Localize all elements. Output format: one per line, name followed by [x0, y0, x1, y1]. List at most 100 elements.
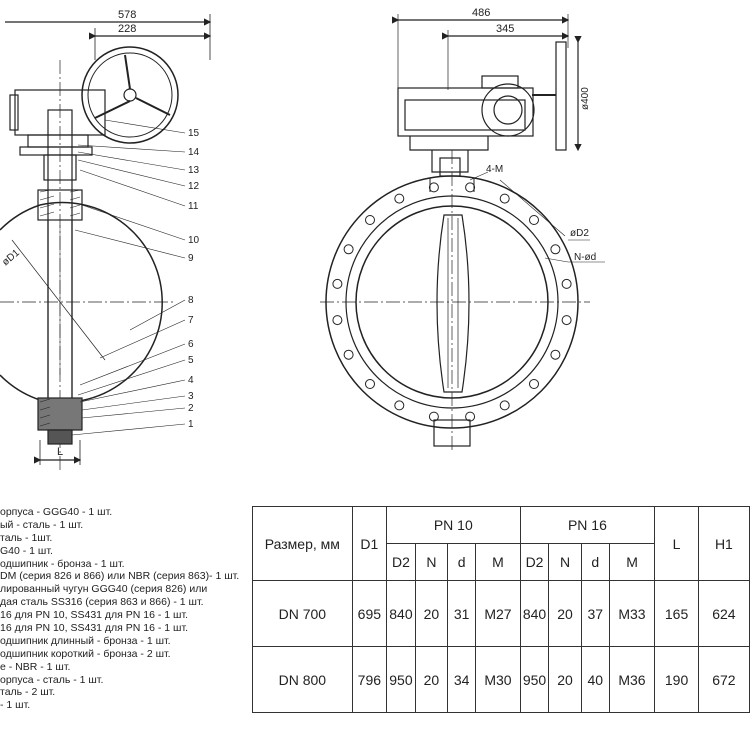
pn16-m-header: M	[608, 543, 656, 581]
parts-list-item: орпуса - GGG40 - 1 шт.	[0, 506, 113, 518]
bolt-hole	[561, 278, 572, 289]
parts-list-item: e - NBR - 1 шт.	[0, 660, 71, 673]
dim-l: L	[57, 446, 63, 458]
bolt-hole	[343, 349, 354, 360]
cell: M33	[608, 580, 656, 647]
cell: 20	[548, 580, 582, 647]
pn10-header: PN 10	[386, 506, 521, 544]
bolt-hole	[332, 315, 343, 326]
cell: M27	[475, 580, 521, 647]
bolt-hole	[365, 379, 375, 389]
dim-345: 345	[496, 23, 514, 35]
pn16-d2-header: D2	[519, 543, 550, 581]
bolt-hole	[529, 379, 539, 389]
dim-578: 578	[118, 9, 136, 21]
parts-list-item: - 1 шт.	[0, 699, 31, 712]
dim-228: 228	[118, 23, 136, 35]
bolt-hole	[465, 411, 476, 422]
bolt-hole	[394, 400, 405, 411]
bolt-hole	[550, 244, 561, 255]
parts-list-item: ый - сталь - 1 шт.	[0, 518, 84, 531]
parts-list-item: 16 для PN 10, SS431 для PN 16 - 1 шт.	[0, 622, 189, 635]
callout-number: 8	[188, 295, 194, 306]
cell: 840	[519, 580, 550, 647]
cell: 34	[446, 646, 477, 713]
dim-4m: 4-M	[486, 164, 503, 175]
parts-list-item: 16 для PN 10, SS431 для PN 16 - 1 шт.	[0, 609, 189, 622]
pn10-n-header: N	[414, 543, 449, 581]
bolt-hole	[550, 349, 561, 360]
cell: 20	[414, 646, 449, 713]
callout-number: 9	[188, 253, 194, 264]
cell: 672	[697, 646, 750, 713]
bolt-hole	[465, 182, 476, 193]
cell: 165	[654, 580, 699, 647]
callout-number: 10	[188, 235, 200, 246]
parts-list-item: DM (серия 826 и 866) или NBR (серия 863)…	[0, 570, 240, 583]
cell: M36	[608, 646, 656, 713]
spec-table: Размер, мм D1 PN 10 PN 16 L H1 D2 N d M …	[252, 506, 750, 713]
size-header: Размер, мм	[252, 506, 353, 581]
bolt-hole	[428, 411, 439, 422]
callout-number: 3	[188, 391, 194, 402]
dim-handwheel-diameter: ø400	[580, 87, 591, 110]
callout-number: 5	[188, 355, 194, 366]
pn10-d-header: d	[446, 543, 477, 581]
parts-list-item: таль - 2 шт.	[0, 686, 56, 699]
cell: 20	[414, 580, 449, 647]
cell: 31	[446, 580, 477, 647]
cell: 950	[519, 646, 550, 713]
bolt-hole	[332, 278, 343, 289]
callout-number: 14	[188, 147, 200, 158]
cell: M30	[475, 646, 521, 713]
cell: 20	[548, 646, 582, 713]
parts-list-item: одшипник длинный - бронза - 1 шт.	[0, 634, 171, 647]
callout-number: 7	[188, 315, 194, 326]
callout-number: 6	[188, 339, 194, 350]
dim-n-d: N-ød	[574, 252, 596, 263]
pn16-d-header: d	[580, 543, 610, 581]
side-view	[0, 14, 212, 470]
bolt-hole	[365, 215, 375, 225]
parts-list: орпуса - GGG40 - 1 шт.ый - сталь - 1 шт.…	[0, 506, 245, 712]
table-row: DN 800 796 950 20 34 M30 950 20 40 M36 1…	[252, 646, 750, 713]
cell: DN 700	[252, 580, 353, 647]
parts-list-item: дая сталь SS316 (серия 863 и 866) - 1 шт…	[0, 596, 204, 609]
callout-number: 4	[188, 375, 194, 386]
dim-486: 486	[472, 7, 490, 19]
pn10-m-header: M	[475, 543, 521, 581]
parts-list-item: одшипник - бронза - 1 шт.	[0, 557, 125, 570]
front-view	[320, 14, 605, 450]
cell: 796	[351, 646, 388, 713]
callout-number: 13	[188, 165, 200, 176]
cell: 840	[386, 580, 416, 647]
bolt-hole	[529, 215, 539, 225]
callout-number: 15	[188, 128, 200, 139]
bolt-hole	[561, 315, 572, 326]
pn10-d2-header: D2	[386, 543, 416, 581]
callout-number: 1	[188, 419, 194, 430]
cell: 624	[697, 580, 750, 647]
callout-number: 11	[188, 201, 199, 212]
callout-numbers: 15 14 13 12 11 10 9 8 7 6 5 4 32 1	[188, 128, 200, 430]
table-row: DN 700 695 840 20 31 M27 840 20 37 M33 1…	[252, 580, 750, 647]
parts-list-item: орпуса - сталь - 1 шт.	[0, 673, 104, 686]
l-header: L	[654, 506, 699, 581]
parts-list-item: одшипник короткий - бронза - 2 шт.	[0, 647, 171, 660]
bolt-hole	[343, 244, 354, 255]
d1-header: D1	[351, 506, 388, 581]
cell: 190	[654, 646, 699, 713]
h1-header: H1	[697, 506, 750, 581]
parts-list-item: G40 - 1 шт.	[0, 544, 53, 557]
callout-number: 12	[188, 181, 200, 192]
cell: DN 800	[252, 646, 353, 713]
callout-number: 2	[188, 403, 194, 414]
bolt-hole	[394, 193, 405, 204]
cell: 40	[580, 646, 610, 713]
cell: 695	[351, 580, 388, 647]
dim-d1: øD1	[0, 247, 22, 268]
parts-list-item: таль - 1шт.	[0, 531, 53, 544]
pn16-n-header: N	[548, 543, 582, 581]
dim-d2: øD2	[570, 228, 589, 239]
